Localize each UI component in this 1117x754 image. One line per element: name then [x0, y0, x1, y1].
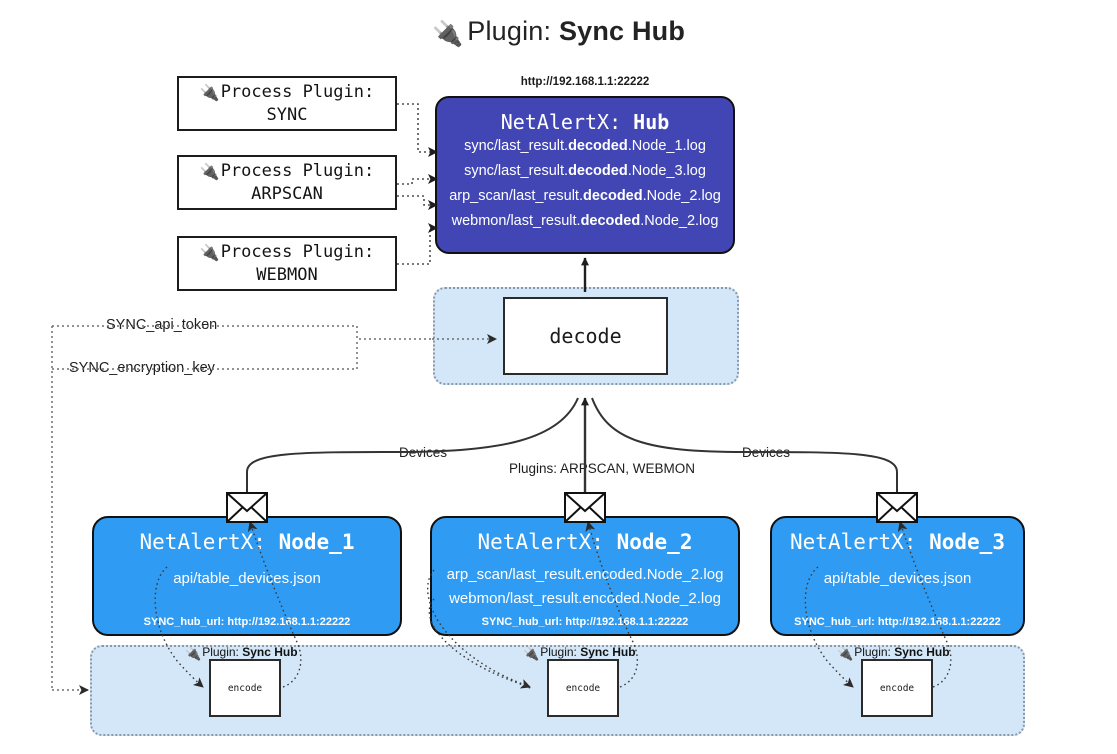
hub-log-line: sync/last_result.decoded.Node_1.log	[464, 138, 706, 154]
node-title-name: Node_2	[616, 530, 693, 554]
node-title-name: Node_1	[278, 530, 355, 554]
node-title: NetAlertX: Node_2	[432, 530, 738, 554]
node-title-prefix: NetAlertX:	[790, 530, 917, 554]
plug-icon: 🔌	[837, 646, 854, 661]
plug-icon: 🔌	[199, 242, 220, 262]
node-card-node-1[interactable]: NetAlertX: Node_1 api/table_devices.json…	[92, 516, 402, 636]
process-plugin-label: Process Plugin:	[220, 241, 375, 262]
node-log-line: arp_scan/last_result.encoded.Node_2.log	[446, 566, 724, 583]
process-plugin-box-webmon[interactable]: 🔌Process Plugin: WEBMON	[177, 236, 397, 291]
encoder-caption-node-1: 🔌Plugin: Sync Hub	[185, 645, 298, 661]
hub-node-card[interactable]: NetAlertX: Hub sync/last_result.decoded.…	[435, 96, 735, 254]
hub-title-prefix: NetAlertX:	[500, 110, 622, 134]
hub-title: NetAlertX: Hub	[437, 110, 733, 134]
page-title-name: Sync Hub	[558, 16, 686, 46]
encoder-caption-node-3: 🔌Plugin: Sync Hub	[837, 645, 950, 661]
process-plugin-name: ARPSCAN	[251, 183, 323, 204]
node-log-line: api/table_devices.json	[823, 570, 972, 587]
encode-label: encode	[565, 682, 601, 694]
process-plugin-box-sync[interactable]: 🔌Process Plugin: SYNC	[177, 76, 397, 131]
edge-label-plugins-center: Plugins: ARPSCAN, WEBMON	[505, 461, 700, 476]
node-card-node-2[interactable]: NetAlertX: Node_2 arp_scan/last_result.e…	[430, 516, 740, 636]
node-title: NetAlertX: Node_1	[94, 530, 400, 554]
encode-box-node-1[interactable]: encode	[209, 659, 281, 717]
node-title-name: Node_3	[929, 530, 1005, 554]
node-hub-url: SYNC_hub_url: http://192.168.1.1:22222	[481, 616, 689, 628]
plug-icon: 🔌	[523, 646, 540, 661]
process-plugin-label: Process Plugin:	[220, 160, 375, 181]
page-title-prefix: Plugin:	[467, 16, 552, 46]
plug-icon: 🔌	[199, 82, 220, 102]
hub-log-line: arp_scan/last_result.decoded.Node_2.log	[449, 187, 721, 204]
node-log-line: api/table_devices.json	[173, 570, 321, 587]
encode-box-node-3[interactable]: encode	[861, 659, 933, 717]
hub-log-line: sync/last_result.decoded.Node_3.log	[464, 162, 706, 179]
sync-encryption-key-label: SYNC_encryption_key	[66, 360, 218, 376]
node-title-prefix: NetAlertX:	[477, 530, 604, 554]
hub-log-line: webmon/last_result.decoded.Node_2.log	[451, 212, 719, 229]
node-card-node-3[interactable]: NetAlertX: Node_3 api/table_devices.json…	[770, 516, 1025, 636]
process-plugin-name: WEBMON	[256, 264, 318, 285]
decode-box[interactable]: decode	[503, 297, 668, 375]
node-hub-url: SYNC_hub_url: http://192.168.1.1:22222	[143, 616, 351, 628]
hub-url-label: http://192.168.1.1:22222	[520, 76, 650, 88]
plug-icon: 🔌	[185, 646, 202, 661]
plug-icon: 🔌	[431, 20, 464, 48]
process-plugin-label: Process Plugin:	[220, 81, 375, 102]
node-title-prefix: NetAlertX:	[139, 530, 266, 554]
plug-icon: 🔌	[199, 161, 220, 181]
encode-label: encode	[227, 682, 263, 694]
encode-box-node-2[interactable]: encode	[547, 659, 619, 717]
page-title: 🔌Plugin: Sync Hub	[0, 16, 1117, 49]
node-log-line: webmon/last_result.encoded.Node_2.log	[449, 589, 721, 607]
sync-api-token-label: SYNC_api_token	[103, 317, 221, 333]
hub-title-name: Hub	[633, 110, 670, 134]
process-plugin-box-arpscan[interactable]: 🔌Process Plugin: ARPSCAN	[177, 155, 397, 210]
decode-label: decode	[549, 324, 622, 348]
encode-label: encode	[879, 682, 915, 694]
node-title: NetAlertX: Node_3	[772, 530, 1023, 554]
encoder-caption-node-2: 🔌Plugin: Sync Hub	[523, 645, 636, 661]
process-plugin-name: SYNC	[266, 104, 308, 125]
node-hub-url: SYNC_hub_url: http://192.168.1.1:22222	[794, 616, 1001, 628]
